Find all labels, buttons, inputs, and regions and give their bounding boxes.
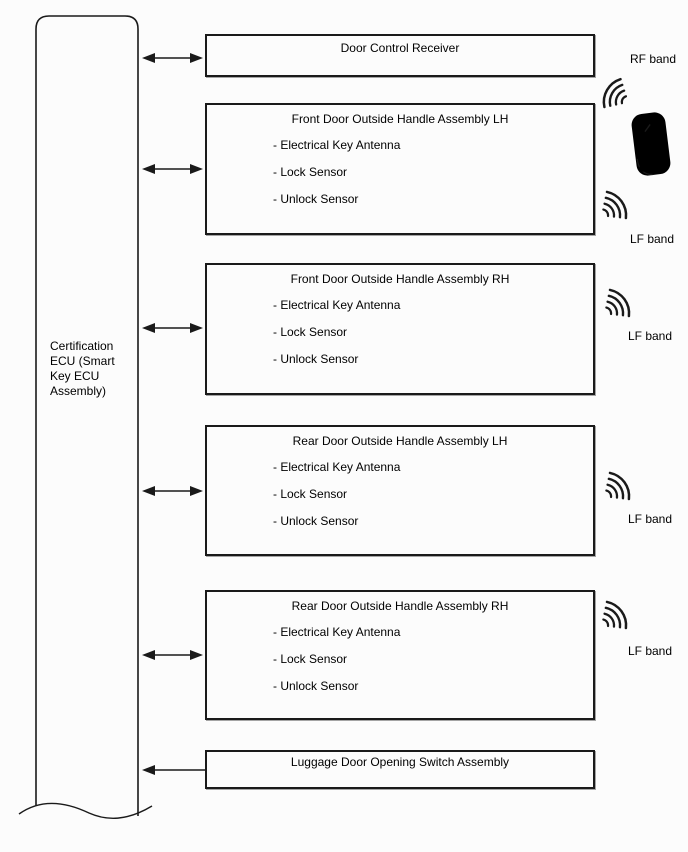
node-front-handle-rh: Front Door Outside Handle Assembly RH - … xyxy=(205,263,595,395)
lf-waves-icon-front-lh xyxy=(594,187,633,228)
key-fob-keyring-hole xyxy=(639,164,647,172)
bidirectional-arrow-door-control-receiver xyxy=(142,53,203,63)
bidirectional-arrow-rear-handle-lh xyxy=(142,486,203,496)
node-title: Front Door Outside Handle Assembly RH xyxy=(290,272,510,286)
node-item: - Electrical Key Antenna xyxy=(273,625,401,639)
node-title: Luggage Door Opening Switch Assembly xyxy=(290,755,510,769)
ecu-box-break-line xyxy=(18,802,153,820)
node-item: - Electrical Key Antenna xyxy=(273,138,401,152)
node-item: - Unlock Sensor xyxy=(273,352,359,366)
node-item: - Lock Sensor xyxy=(273,165,348,179)
node-rear-handle-lh: Rear Door Outside Handle Assembly LH - E… xyxy=(205,425,595,556)
lf-waves-icon-front-rh xyxy=(597,285,636,326)
bidirectional-arrow-rear-handle-rh xyxy=(142,650,203,660)
node-item: - Electrical Key Antenna xyxy=(273,460,401,474)
ecu-box-outline xyxy=(35,15,139,816)
left-arrow-luggage-switch xyxy=(142,765,205,775)
node-item: - Unlock Sensor xyxy=(273,679,359,693)
lf-waves-icon-rear-rh xyxy=(594,597,633,638)
node-item: - Lock Sensor xyxy=(273,487,348,501)
node-title: Rear Door Outside Handle Assembly RH xyxy=(291,599,509,613)
node-title: Door Control Receiver xyxy=(340,41,460,55)
node-title: Rear Door Outside Handle Assembly LH xyxy=(292,434,508,448)
ecu-label: Certification ECU (Smart Key ECU Assembl… xyxy=(50,339,115,398)
node-item: - Unlock Sensor xyxy=(273,514,359,528)
key-fob-body xyxy=(631,112,671,176)
node-item: - Electrical Key Antenna xyxy=(273,298,401,312)
node-door-control-receiver: Door Control Receiver xyxy=(205,34,595,77)
node-front-handle-lh: Front Door Outside Handle Assembly LH - … xyxy=(205,103,595,235)
lf-band-label-rear-lh: LF band xyxy=(628,512,673,526)
rf-waves-icon xyxy=(597,74,634,115)
node-item: - Unlock Sensor xyxy=(273,192,359,206)
rf-band-label: RF band xyxy=(630,52,677,66)
node-title: Front Door Outside Handle Assembly LH xyxy=(291,112,509,126)
node-item: - Lock Sensor xyxy=(273,652,348,666)
key-fob-logo-slash xyxy=(644,124,651,133)
node-item: - Lock Sensor xyxy=(273,325,348,339)
node-luggage-switch: Luggage Door Opening Switch Assembly xyxy=(205,750,595,789)
node-rear-handle-rh: Rear Door Outside Handle Assembly RH - E… xyxy=(205,590,595,720)
lf-band-label-front-rh: LF band xyxy=(628,329,673,343)
bidirectional-arrow-front-handle-rh xyxy=(142,323,203,333)
bidirectional-arrow-front-handle-lh xyxy=(142,164,203,174)
lf-waves-icon-rear-lh xyxy=(597,468,636,509)
key-fob-icon xyxy=(631,112,671,176)
lf-band-label-rear-rh: LF band xyxy=(628,644,673,658)
lf-band-label-front-lh: LF band xyxy=(630,232,675,246)
